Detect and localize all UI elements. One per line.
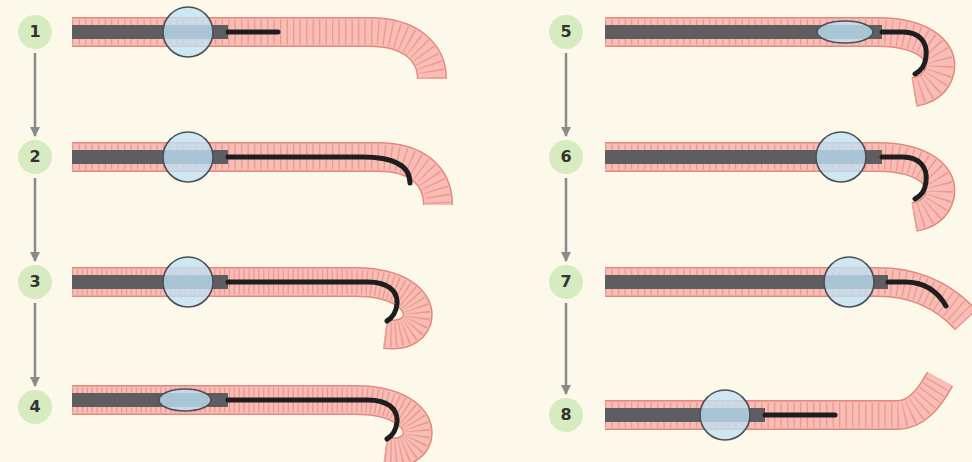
panel-illustration <box>72 257 418 334</box>
panel-illustration <box>605 257 966 320</box>
panel-illustration <box>605 132 940 217</box>
guide-wire <box>228 30 278 35</box>
step-number-circle: 4 <box>18 390 52 424</box>
guide-wire <box>228 400 397 439</box>
balloon-deflated <box>817 21 873 43</box>
callout-number: 3 <box>29 274 40 290</box>
colon-folds <box>605 32 940 92</box>
balloon-inflated <box>163 132 213 182</box>
step-number-circle: 8 <box>549 398 583 432</box>
callout-number: 5 <box>560 24 571 40</box>
step-number-circle: 5 <box>549 15 583 49</box>
balloon-inflated <box>163 257 213 307</box>
guide-wire <box>765 413 835 418</box>
colon-folds <box>72 32 432 79</box>
colon-wall <box>72 282 418 334</box>
balloon-inflated <box>700 390 750 440</box>
colon-wall <box>72 32 432 79</box>
panel-illustration <box>72 132 438 205</box>
guide-wire <box>888 282 946 306</box>
panel-illustration <box>605 379 940 440</box>
callout-number: 6 <box>560 149 571 165</box>
guide-wire <box>882 32 926 74</box>
colon-wall <box>72 400 418 452</box>
callout-number: 2 <box>29 149 40 165</box>
step-arrow <box>565 178 568 261</box>
colon-wall <box>72 157 438 205</box>
panel-illustration <box>605 21 940 92</box>
colon-wall <box>72 32 432 79</box>
colon-wall <box>605 157 940 217</box>
colon-wall <box>72 157 438 205</box>
step-arrow <box>565 53 568 136</box>
colon-folds <box>72 400 418 452</box>
guide-wire <box>228 282 397 321</box>
panel-illustration <box>72 389 418 452</box>
step-arrow <box>34 178 37 261</box>
step-number-circle: 1 <box>18 15 52 49</box>
balloon-inflated <box>824 257 874 307</box>
step-number-circle: 6 <box>549 140 583 174</box>
colon-wall <box>605 32 940 92</box>
colon-wall <box>605 32 940 92</box>
colon-wall <box>72 282 418 334</box>
colon-folds <box>605 157 940 217</box>
colon-wall <box>72 400 418 452</box>
panel-illustration <box>72 7 432 79</box>
balloon-inflated <box>816 132 866 182</box>
balloon-deflated <box>159 389 211 411</box>
colon-folds <box>72 282 418 334</box>
step-arrow <box>34 303 37 386</box>
guide-wire <box>228 157 410 183</box>
callout-number: 1 <box>29 24 40 40</box>
balloon-inflated <box>163 7 213 57</box>
step-number-circle: 3 <box>18 265 52 299</box>
colon-folds <box>72 157 438 205</box>
step-number-circle: 2 <box>18 140 52 174</box>
step-number-circle: 7 <box>549 265 583 299</box>
callout-number: 4 <box>29 399 40 415</box>
colon-wall <box>605 157 940 217</box>
callout-number: 8 <box>560 407 571 423</box>
guide-wire <box>882 157 926 199</box>
callout-number: 7 <box>560 274 571 290</box>
step-arrow <box>34 53 37 136</box>
step-arrow <box>565 303 568 394</box>
